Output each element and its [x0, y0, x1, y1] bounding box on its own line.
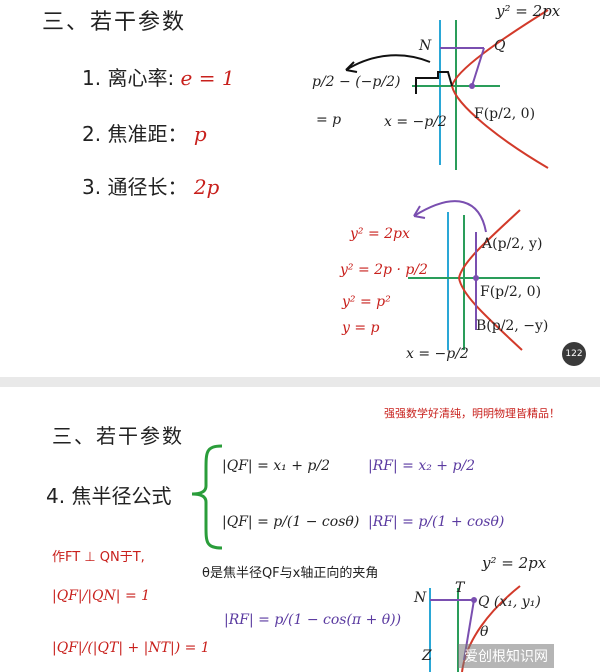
- item-focal-distance: 2. 焦准距： p: [82, 118, 207, 147]
- label-T: T: [455, 580, 465, 596]
- top-directrix: x = −p/2: [384, 114, 447, 130]
- item-latus-rectum: 3. 通径长： 2p: [82, 171, 219, 200]
- top-parabola-graph: [345, 9, 549, 170]
- point-A: A(p/2, y): [482, 236, 543, 252]
- page-number-badge: 122: [562, 342, 586, 366]
- note-ratio-2: |QF|/(|QT| + |NT|) = 1: [52, 640, 210, 656]
- distance-expression: p/2 − (−p/2): [312, 74, 401, 90]
- formula-RF-alt: |RF| = p/(1 − cos(π + θ)): [224, 612, 402, 628]
- item-eccentricity: 1. 离心率: e = 1: [82, 62, 235, 91]
- point-F: F(p/2, 0): [480, 284, 542, 300]
- item-value: e = 1: [180, 66, 235, 90]
- site-logo: 爱创根知识网: [458, 644, 554, 668]
- label-N: N: [419, 38, 432, 54]
- distance-result: = p: [316, 112, 342, 128]
- label-Z: Z: [422, 648, 432, 664]
- item-label: 3. 通径长：: [82, 175, 188, 199]
- slide-separator: [0, 377, 600, 387]
- item-value: 2p: [193, 175, 220, 199]
- item-focal-radius: 4. 焦半径公式: [46, 484, 172, 508]
- derivation-step-2: y² = 2p · p/2: [340, 262, 428, 278]
- slide1-heading: 三、若干参数: [42, 10, 187, 35]
- theta-definition: θ是焦半径QF与x轴正向的夹角: [202, 566, 379, 581]
- note-ratio-1: |QF|/|QN| = 1: [52, 588, 151, 604]
- note-construction: 作FT ⊥ QN于T,: [52, 550, 145, 565]
- top-equation: y² = 2px: [496, 2, 561, 20]
- label-N2: N: [414, 590, 427, 606]
- lower-parabola-graph: [408, 200, 540, 351]
- item-label: 2. 焦准距：: [82, 122, 188, 146]
- lower-directrix: x = −p/2: [406, 346, 469, 362]
- watermark-slogan: 强强数学好清纯，明明物理皆精品！: [384, 407, 560, 420]
- top-focus: F(p/2, 0): [474, 106, 536, 122]
- formula-QF-theta: |QF| = p/(1 − cosθ): [222, 514, 360, 530]
- derivation-step-1: y² = 2px: [350, 226, 410, 242]
- label-Q-coords: Q (x₁, y₁): [478, 594, 541, 610]
- point-B: B(p/2, −y): [476, 318, 549, 334]
- formula-QF-x: |QF| = x₁ + p/2: [222, 458, 330, 474]
- item-value: p: [193, 122, 207, 146]
- label-theta: θ: [480, 624, 489, 640]
- label-Q: Q: [494, 38, 506, 54]
- slide2-equation: y² = 2px: [482, 554, 547, 572]
- derivation-step-4: y = p: [342, 320, 380, 336]
- formula-RF-x: |RF| = x₂ + p/2: [368, 458, 476, 474]
- formula-RF-theta: |RF| = p/(1 + cosθ): [368, 514, 505, 530]
- slide2-heading: 三、若干参数: [52, 424, 184, 448]
- item-label: 1. 离心率:: [82, 66, 175, 90]
- derivation-step-3: y² = p²: [342, 294, 391, 310]
